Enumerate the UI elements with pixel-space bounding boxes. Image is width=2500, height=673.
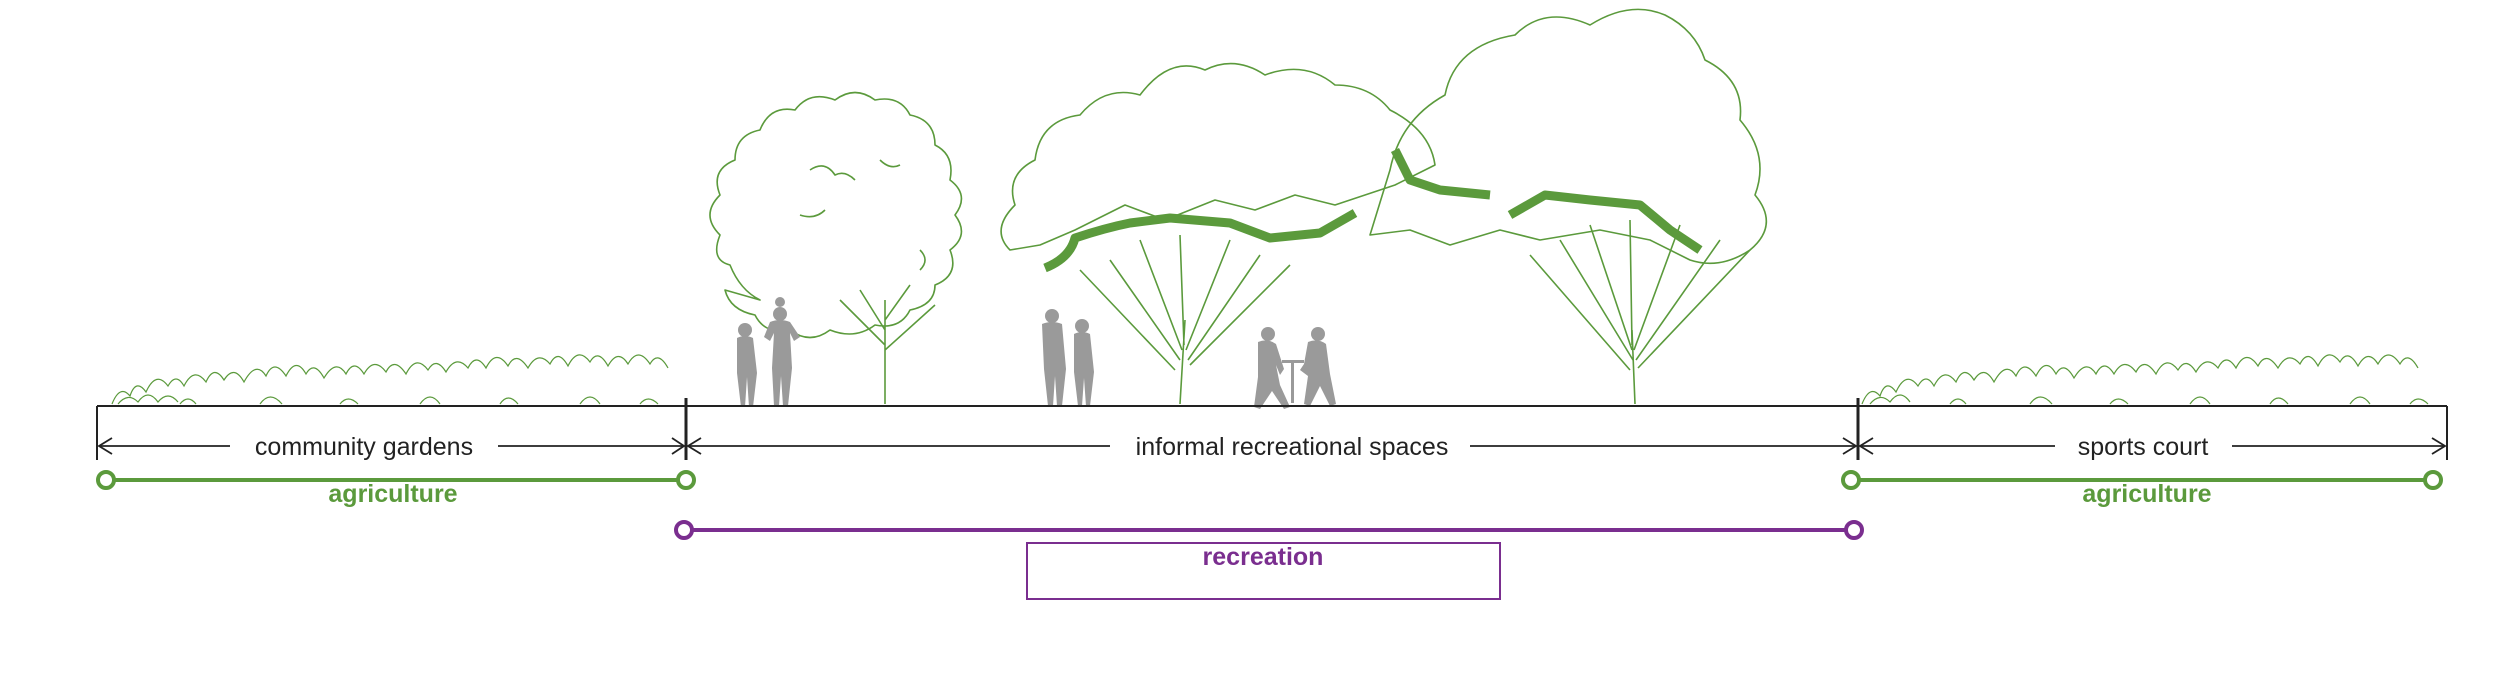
shrub-row-left: [111, 354, 669, 405]
use-label-agriculture-left: agriculture: [328, 480, 457, 508]
zone-label-sports-court: sports court: [2078, 433, 2209, 461]
use-label-agriculture-right: agriculture: [2082, 480, 2211, 508]
tree-large-canopy-1: [1000, 62, 1436, 405]
tree-large-canopy-2: [1369, 8, 1768, 405]
use-bar-agriculture-left: [96, 470, 696, 490]
zone-label-community-gardens: community gardens: [255, 433, 473, 461]
use-bar-recreation: [674, 520, 1864, 540]
people-group-1: [737, 297, 800, 407]
tree-small-leafy: [709, 91, 963, 404]
dimension-informal-recreational: [686, 437, 1858, 455]
people-group-3: [1254, 327, 1336, 409]
recreation-label-box: [1026, 542, 1501, 600]
dimension-community-gardens: [97, 437, 686, 455]
use-bar-agriculture-right: [1841, 470, 2443, 490]
zone-label-informal-recreational: informal recreational spaces: [1136, 433, 1449, 461]
dimension-sports-court: [1858, 437, 2447, 455]
use-label-recreation: recreation: [1203, 543, 1324, 571]
people-group-2: [1042, 309, 1094, 406]
shrub-row-right: [1861, 354, 2429, 405]
